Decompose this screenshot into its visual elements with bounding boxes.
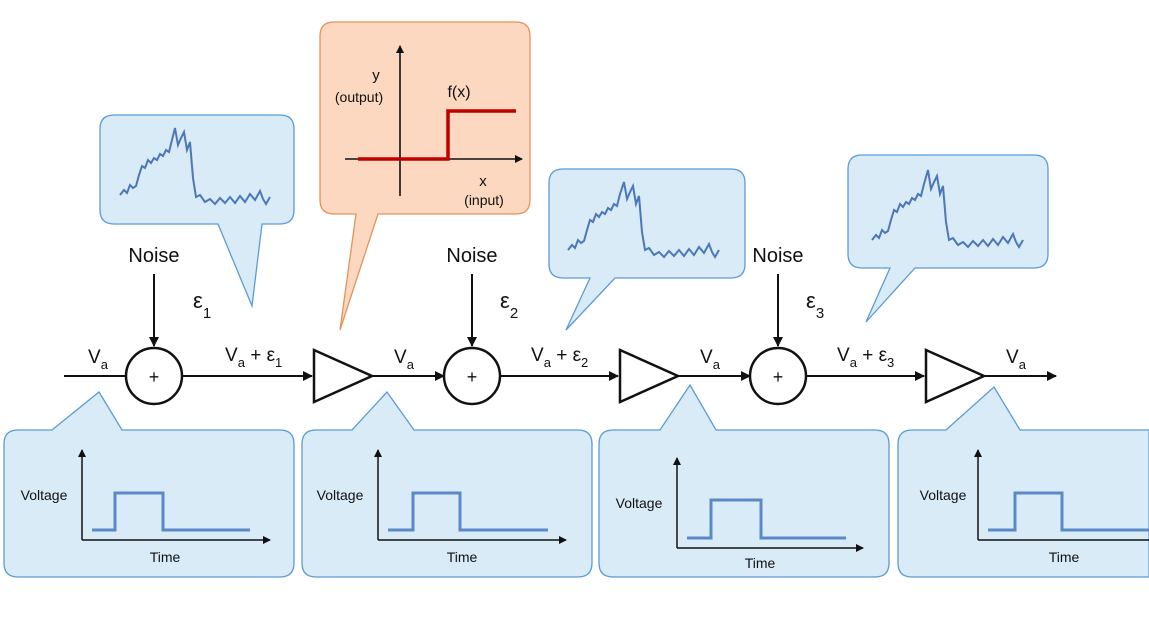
- noise-bubble-2: [548, 168, 746, 331]
- summing-plus-1: +: [149, 367, 160, 387]
- noise-trace-3: [871, 169, 1024, 249]
- noise-label-2: Noise: [446, 245, 497, 267]
- noise-bubble-3: [847, 154, 1049, 323]
- pulse-ylabel-2: Voltage: [317, 487, 364, 503]
- tf-x-label: x: [479, 173, 487, 190]
- va-plus-eps-label-2: Va + ε2: [531, 345, 588, 370]
- noise-bubble-1: [99, 114, 295, 309]
- tf-y-label: y: [372, 67, 380, 84]
- cropped-title: [150, 0, 480, 10]
- pulse-trace-4: [988, 491, 1149, 532]
- pulse-bubble-2: Voltage Time: [301, 390, 593, 578]
- tf-f-label: f(x): [447, 84, 470, 101]
- pulse-xlabel-3: Time: [745, 555, 776, 571]
- pulse-ylabel-3: Voltage: [616, 495, 663, 511]
- noise-trace-1: [119, 127, 271, 206]
- va-plus-eps-label-1: Va + ε1: [225, 345, 282, 370]
- noise-label-1: Noise: [128, 245, 179, 267]
- transfer-function-bubble: y (output) f(x) x (input): [319, 21, 531, 331]
- noise-trace-2: [567, 181, 720, 259]
- pulse-xlabel-1: Time: [150, 549, 181, 565]
- pulse-xlabel-2: Time: [447, 549, 478, 565]
- epsilon-label-3: ε3: [806, 288, 824, 322]
- pulse-trace-3: [687, 498, 846, 540]
- tf-x-sublabel: (input): [464, 192, 504, 208]
- noise-label-3: Noise: [752, 245, 803, 267]
- pulse-ylabel-1: Voltage: [21, 487, 68, 503]
- pulse-bubble-4: Voltage Time: [897, 385, 1149, 578]
- tf-y-sublabel: (output): [335, 89, 383, 105]
- va-label-output: Va: [1006, 347, 1027, 372]
- amplifier-1: [312, 348, 376, 404]
- pulse-trace-2: [388, 491, 548, 532]
- va-label-input: Va: [88, 347, 109, 372]
- va-label-stage2: Va: [700, 347, 721, 372]
- epsilon-label-2: ε2: [500, 288, 518, 322]
- pulse-bubble-3: Voltage Time: [598, 383, 890, 578]
- amplifier-2: [618, 348, 682, 404]
- pulse-xlabel-4: Time: [1049, 549, 1080, 565]
- amplifier-3: [924, 348, 988, 404]
- epsilon-label-1: ε1: [193, 288, 211, 322]
- pulse-trace-1: [92, 491, 250, 532]
- pulse-bubble-1: Voltage Time: [3, 391, 295, 578]
- va-plus-eps-label-3: Va + ε3: [837, 345, 894, 370]
- pulse-ylabel-4: Voltage: [920, 487, 967, 503]
- step-function-curve: [358, 109, 516, 161]
- summing-plus-2: +: [467, 367, 478, 387]
- summing-plus-3: +: [773, 367, 784, 387]
- va-label-stage1: Va: [394, 347, 415, 372]
